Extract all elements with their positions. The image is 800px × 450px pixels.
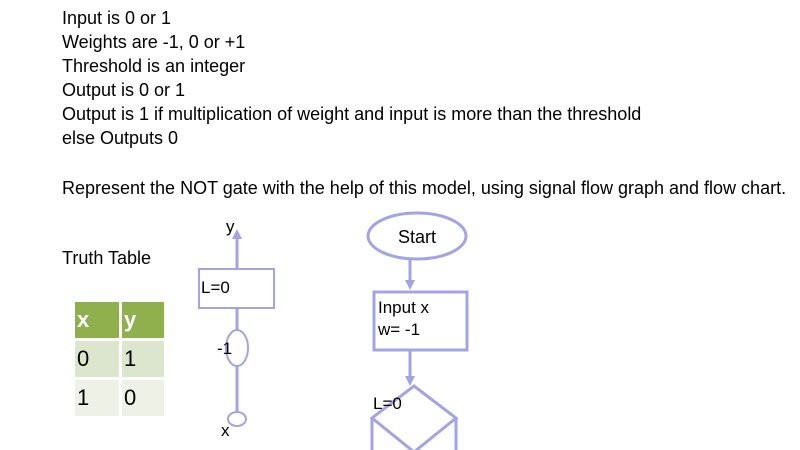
rule-line: Output is 1 if multiplication of weight … [62, 104, 642, 124]
table-cell: 0 [120, 377, 164, 416]
flowchart-input-line1: Input x [378, 298, 430, 317]
rule-line: else Outputs 0 [62, 128, 179, 148]
signal-flow-graph: y L=0 -1 x [198, 217, 275, 440]
flowchart-input-box [372, 290, 469, 352]
weight-node [225, 329, 249, 367]
rule-line: Weights are -1, 0 or +1 [62, 32, 246, 52]
threshold-label: L=0 [201, 278, 230, 297]
truth-table-label: Truth Table [62, 248, 152, 268]
task-statement: Represent the NOT gate with the help of … [62, 178, 787, 198]
truth-table-header-x: x [75, 302, 122, 340]
table-cell: 1 [75, 377, 122, 416]
truth-table-header-y: y [120, 302, 164, 340]
table-row: 0 1 [75, 338, 164, 379]
flowchart-decision-node [369, 384, 459, 450]
flowchart-start-label: Start [398, 227, 436, 247]
truth-table: x y 0 1 1 0 [75, 302, 164, 416]
table-row: 1 0 [75, 377, 164, 416]
output-label-y: y [226, 217, 235, 236]
flowchart-decision-label: L=0 [373, 394, 402, 413]
rule-line: Input is 0 or 1 [62, 8, 172, 28]
input-node [227, 411, 247, 427]
flowchart: Start Input x w= -1 L=0 [366, 211, 469, 450]
input-label-x: x [221, 421, 230, 440]
flowchart-start-node [366, 211, 468, 261]
rule-line: Threshold is an integer [62, 56, 246, 76]
table-cell: 1 [120, 338, 164, 379]
rules-list: Input is 0 or 1 Weights are -1, 0 or +1 … [62, 6, 641, 150]
rule-line: Output is 0 or 1 [62, 80, 186, 100]
truth-table-header-row: x y [75, 302, 164, 340]
weight-label: -1 [217, 339, 232, 358]
threshold-box [198, 268, 275, 309]
table-cell: 0 [75, 338, 122, 379]
flowchart-input-line2: w= -1 [377, 320, 420, 339]
